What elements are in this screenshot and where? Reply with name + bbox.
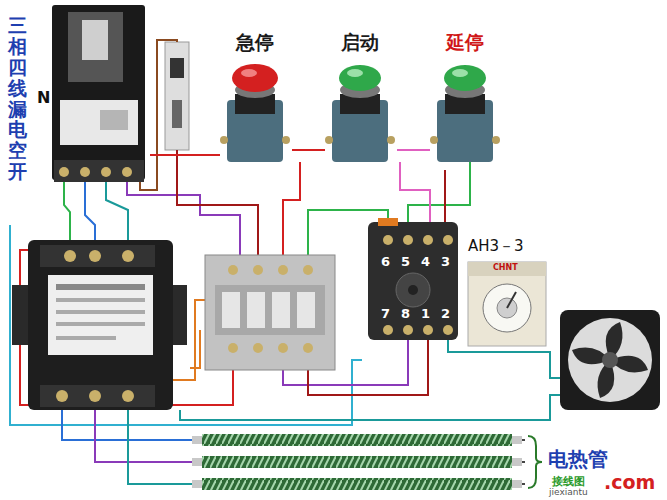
pin-number: 2 [441,307,450,322]
fan-symbol [560,310,660,410]
wire-connector [150,154,220,156]
timer-base: 6543 7812 [365,222,460,342]
wire-connector [292,149,325,151]
button-name: 延停 [446,32,484,54]
watermark: jiexiantu [549,487,588,497]
watermark: .com [604,472,655,494]
push-button: 急停 [220,30,292,170]
timer-symbol [468,262,546,346]
contactor-symbol [12,240,187,410]
pin-number: 1 [421,307,430,322]
button-symbol [220,64,290,162]
button-symbol [325,65,395,162]
pin-number: 5 [401,255,410,270]
button-name: 启动 [341,32,379,54]
watermark: 接线图 [552,476,585,489]
button-symbol [430,65,500,162]
pin-number: 6 [381,255,390,270]
timer-base-symbol [368,218,458,340]
button-name: 急停 [236,32,274,54]
timer-relay: AH3－3CHNT [465,238,550,348]
brand-name: CHNT [493,263,518,272]
breaker-title: 三相四线漏电空开 [8,15,27,182]
terminal-name: N [37,89,50,107]
pin-number: 7 [381,307,390,322]
mini-breaker-symbol [165,42,189,150]
model-name: AH3－3 [468,238,524,255]
pin-number: 4 [421,255,430,270]
bracket [528,436,542,488]
relay-symbol [205,255,335,370]
pin-number: 8 [401,307,410,322]
wire-connector [397,149,430,151]
heating-tube-symbol [192,434,522,490]
pin-number: 3 [441,255,450,270]
wire-set [10,40,562,484]
push-button: 启动 [325,30,397,170]
breaker-symbol [52,5,145,182]
group-name: 电热管 [548,448,608,471]
breaker-box: 三相四线漏电空开 N [5,5,150,195]
wire-connector [444,170,446,222]
push-button: 延停 [430,30,502,170]
